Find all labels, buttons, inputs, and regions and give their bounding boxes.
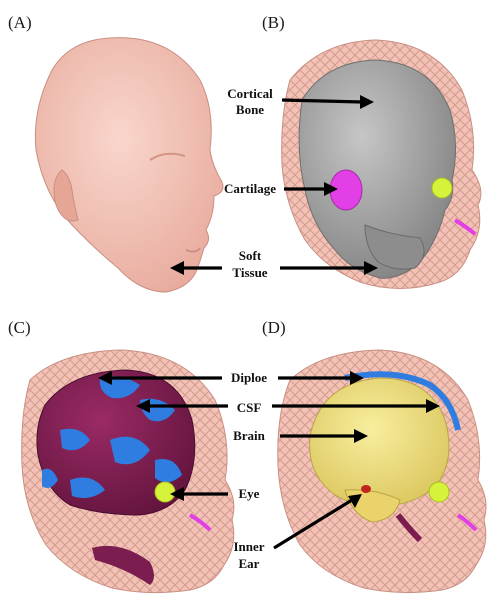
label-diploe: Diploe bbox=[231, 370, 267, 385]
svg-text:Tissue: Tissue bbox=[232, 265, 267, 280]
panel-label-b: (B) bbox=[262, 13, 285, 32]
label-csf: CSF bbox=[237, 400, 262, 415]
panel-c-diploe-csf bbox=[22, 350, 234, 593]
label-eye: Eye bbox=[239, 486, 260, 501]
label-soft-tissue: Soft Tissue bbox=[232, 248, 267, 280]
svg-text:Cortical: Cortical bbox=[227, 86, 273, 101]
label-cortical-bone: Cortical Bone bbox=[227, 86, 273, 117]
svg-text:Eye: Eye bbox=[239, 486, 260, 501]
panel-label-c: (C) bbox=[8, 318, 31, 337]
panel-label-a: (A) bbox=[8, 13, 32, 32]
svg-text:Ear: Ear bbox=[239, 556, 260, 571]
panel-d-brain bbox=[278, 350, 486, 593]
panel-label-d: (D) bbox=[262, 318, 286, 337]
svg-text:Cartilage: Cartilage bbox=[224, 181, 276, 196]
svg-text:Diploe: Diploe bbox=[231, 370, 267, 385]
svg-text:Soft: Soft bbox=[239, 248, 262, 263]
svg-text:CSF: CSF bbox=[237, 400, 262, 415]
svg-text:Brain: Brain bbox=[233, 428, 266, 443]
label-brain: Brain bbox=[233, 428, 266, 443]
panel-b-skull bbox=[282, 40, 481, 289]
svg-text:Inner: Inner bbox=[233, 539, 264, 554]
label-cartilage: Cartilage bbox=[224, 181, 276, 196]
svg-text:Bone: Bone bbox=[236, 102, 264, 117]
panel-a-skin-head bbox=[35, 38, 223, 292]
label-inner-ear: Inner Ear bbox=[233, 539, 264, 571]
